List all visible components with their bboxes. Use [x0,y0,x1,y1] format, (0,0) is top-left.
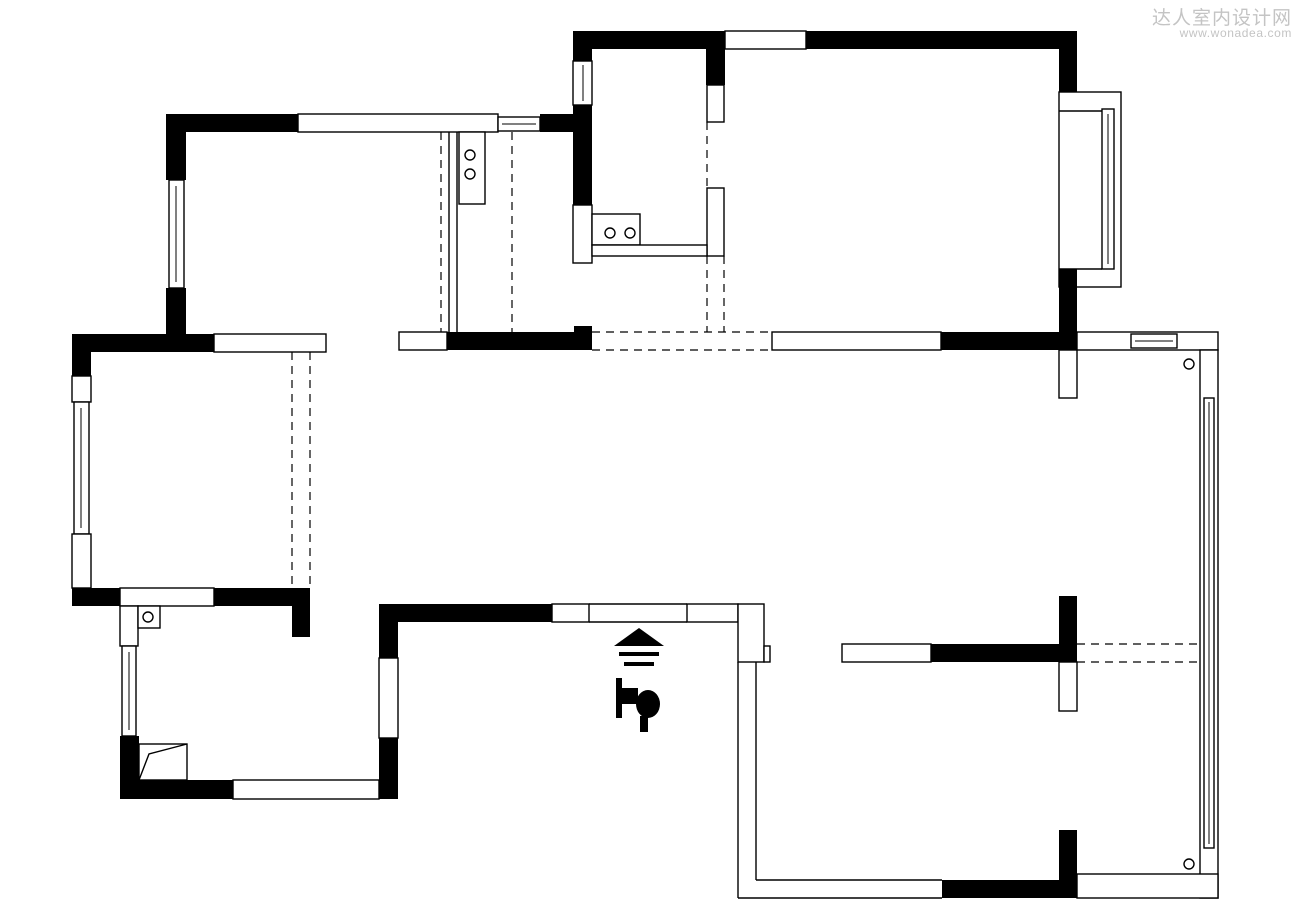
watermark-title: 达人室内设计网 [1151,7,1292,29]
wall-pier [706,84,725,123]
wall-pier [71,533,92,589]
pipe-column-icon [142,611,154,623]
wall-segment [931,644,1077,662]
wall-segment [447,332,592,350]
desk-edge [616,678,622,718]
wall-segment [573,105,592,205]
wall-segment [1059,830,1077,898]
counter [591,244,708,257]
wall-pier [378,657,399,739]
sink-drain-icon [624,227,636,239]
wall-segment [806,31,1077,49]
wall-segment [574,326,592,350]
stove-burner-icon [464,149,476,161]
room-left [71,333,327,637]
room-master [724,30,1122,399]
wall-pier [119,605,139,647]
entrance-arrow-icon [619,652,659,656]
entrance-arrow-icon [624,662,654,666]
wall-pier [398,331,448,351]
wall-segment [166,288,186,338]
wall-segment [292,588,310,637]
shaft [137,605,161,629]
wall-pier [763,645,771,663]
wall-segment [120,780,233,799]
wall-segment [214,588,310,606]
window-sill [1076,873,1219,899]
person-at-desk-icon [616,678,660,732]
window-sill [724,30,807,50]
window-sill [213,333,327,353]
wall-segment [72,334,91,376]
wall-pier [686,603,739,623]
entrance-arrow-icon [614,628,664,646]
wall-segment [706,31,725,85]
wall-pier [737,603,765,663]
wall-segment [1059,596,1077,662]
entrance [378,603,739,799]
wall-segment [379,604,552,622]
pipe-column-icon [1183,358,1195,370]
person-body [636,690,660,718]
window-sill [232,779,380,800]
wall-segment [1059,31,1077,111]
wall-pier [551,603,590,623]
window-sill [771,331,942,351]
room-living [737,331,1219,899]
wall-segment [72,588,120,606]
room-bathroom [119,605,380,800]
wall-segment [1059,269,1077,332]
sink-drain-icon [604,227,616,239]
stove [458,131,486,205]
window-sill [119,587,215,607]
stove-burner-icon [464,168,476,180]
wall-pier [706,187,725,257]
room-top-left [166,113,592,338]
wall-pier [71,375,92,403]
wall-segment [379,604,398,658]
sink [591,213,641,246]
wall-segment [166,114,298,132]
wall-segment [379,738,398,799]
wall-pier [841,643,932,663]
wall-pier [572,204,593,264]
chair-seat [622,688,638,704]
window-sill [297,113,499,133]
watermark-url: www.wonadea.com [1179,26,1292,40]
wall-pier [1058,349,1078,399]
wall-segment [573,31,725,49]
person-leg [640,716,648,732]
wall-segment [166,114,186,180]
wall-segment [573,31,592,61]
pipe-column-icon [1183,858,1195,870]
room-utility [572,31,772,351]
wall-segment [72,334,214,352]
wall-segment [941,332,1077,350]
wall-pier [1058,661,1078,712]
kitchen [398,131,592,351]
shower-corner [138,743,188,781]
wall-segment [942,880,1077,898]
